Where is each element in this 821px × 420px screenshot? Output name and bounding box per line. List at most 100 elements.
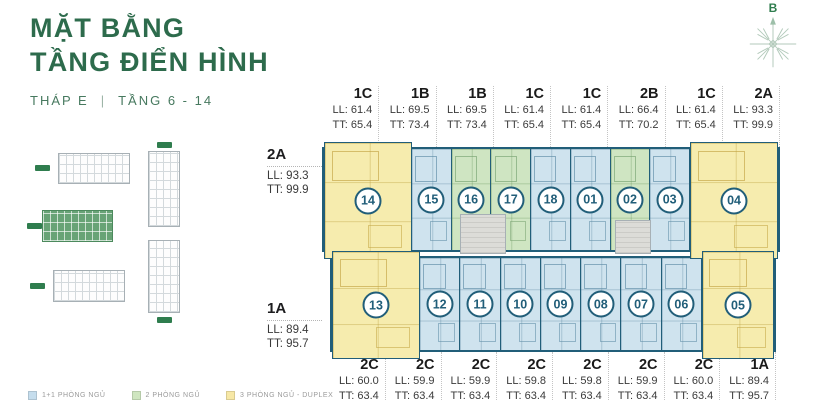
- unit-area-ll: LL: 61.4: [675, 104, 716, 117]
- unit-area-tt: TT: 63.4: [673, 390, 714, 403]
- unit-number-badge: 14: [354, 187, 382, 214]
- unit-number-badge: 13: [362, 291, 390, 319]
- building-tag: [35, 165, 50, 171]
- unit-area-ll: LL: 89.4: [267, 323, 309, 336]
- unit-08: 08: [581, 258, 622, 350]
- unit-area-ll: LL: 93.3: [267, 169, 309, 182]
- title-line-2: TẦNG ĐIỂN HÌNH: [30, 46, 269, 77]
- unit-area-tt: TT: 70.2: [618, 119, 659, 132]
- legend-swatch: [131, 391, 141, 400]
- building-tag: [157, 142, 172, 148]
- building-tag: [30, 283, 45, 289]
- unit-area-tt: TT: 95.7: [729, 390, 769, 403]
- stair-core: [460, 213, 506, 254]
- siteplan-building: [30, 270, 125, 302]
- unit-area-ll: LL: 69.5: [446, 104, 487, 117]
- unit-type-name: 1C: [697, 86, 716, 102]
- unit-area-tt: TT: 63.4: [339, 390, 379, 403]
- unit-type-name: 2C: [694, 357, 714, 373]
- unit-number-badge: 12: [426, 290, 454, 318]
- legend: 1+1 PHÒNG NGỦ 2 PHÒNG NGỦ 3 PHÒNG NGỦ - DU…: [28, 391, 333, 400]
- unit-number-badge: 03: [656, 186, 684, 213]
- unit-area-tt: TT: 99.9: [733, 119, 773, 132]
- unit-number-badge: 16: [457, 186, 485, 213]
- legend-item: 2 PHÒNG NGỦ: [131, 391, 201, 400]
- siteplan-building: [148, 142, 180, 227]
- unit-area-ll: LL: 89.4: [729, 375, 769, 388]
- legend-label: 1+1 PHÒNG NGỦ: [42, 392, 106, 399]
- left-unit-label-bottom: 1A LL: 89.4 TT: 95.7: [267, 300, 322, 350]
- elevator-core: [614, 219, 651, 254]
- unit-type-name: 2B: [639, 86, 659, 102]
- unit-11: 11: [460, 258, 501, 350]
- unit-area-tt: TT: 65.4: [332, 119, 373, 132]
- left-unit-label-top: 2A LL: 93.3 TT: 99.9: [267, 146, 322, 196]
- unit-type-name: 1A: [750, 357, 769, 373]
- siteplan-building: [35, 153, 130, 184]
- unit-number-badge: 09: [546, 290, 574, 318]
- unit-area-ll: LL: 59.9: [450, 375, 491, 388]
- unit-13: 13: [332, 251, 420, 359]
- unit-area-tt: TT: 63.4: [506, 390, 546, 403]
- unit-type-name: 1A: [267, 300, 322, 321]
- compass-north-label: B: [768, 1, 778, 15]
- compass: B: [742, 2, 804, 78]
- unit-number-badge: 15: [417, 186, 445, 213]
- unit-10: 10: [500, 258, 541, 350]
- unit-14: 14: [324, 142, 412, 259]
- unit-area-ll: LL: 60.0: [338, 375, 379, 388]
- unit-number-badge: 01: [576, 186, 604, 213]
- unit-area-tt: TT: 63.4: [450, 390, 491, 403]
- unit-03: 03: [650, 149, 691, 250]
- legend-swatch: [226, 391, 236, 400]
- unit-06: 06: [661, 258, 702, 350]
- unit-area-ll: LL: 93.3: [733, 104, 773, 117]
- subtitle-separator: |: [100, 92, 107, 108]
- building-tag: [157, 317, 172, 323]
- unit-area-ll: LL: 60.0: [673, 375, 714, 388]
- unit-type-name: 1B: [410, 86, 430, 102]
- unit-number-badge: 06: [667, 290, 695, 318]
- unit-01: 01: [570, 149, 611, 250]
- unit-number-badge: 07: [627, 290, 655, 318]
- unit-number-badge: 17: [497, 186, 525, 213]
- unit-type-name: 2A: [267, 146, 322, 167]
- legend-item: 1+1 PHÒNG NGỦ: [28, 391, 106, 400]
- unit-area-ll: LL: 59.8: [506, 375, 546, 388]
- title-line-1: MẶT BẰNG: [30, 13, 186, 43]
- building-tag: [27, 223, 42, 229]
- legend-item: 3 PHÒNG NGỦ - DUPLEX: [226, 391, 333, 400]
- unit-type-name: 1C: [353, 86, 373, 102]
- unit-area-ll: LL: 59.9: [394, 375, 435, 388]
- unit-type-name: 2C: [527, 357, 546, 373]
- unit-12: 12: [420, 258, 461, 350]
- unit-area-tt: TT: 65.4: [504, 119, 544, 132]
- unit-09: 09: [540, 258, 582, 350]
- unit-area-ll: LL: 61.4: [561, 104, 602, 117]
- unit-number-badge: 02: [616, 186, 644, 213]
- unit-type-name: 2C: [471, 357, 491, 373]
- unit-type-name: 1C: [582, 86, 602, 102]
- unit-number-badge: 11: [466, 290, 494, 318]
- legend-label: 2 PHÒNG NGỦ: [145, 392, 201, 399]
- page-header: MẶT BẰNG TẦNG ĐIỂN HÌNH THÁP E | TẦNG 6 …: [30, 12, 269, 108]
- unit-area-ll: LL: 66.4: [618, 104, 659, 117]
- unit-05: 05: [701, 251, 774, 359]
- unit-area-ll: LL: 59.9: [617, 375, 658, 388]
- unit-area-tt: TT: 63.4: [394, 390, 435, 403]
